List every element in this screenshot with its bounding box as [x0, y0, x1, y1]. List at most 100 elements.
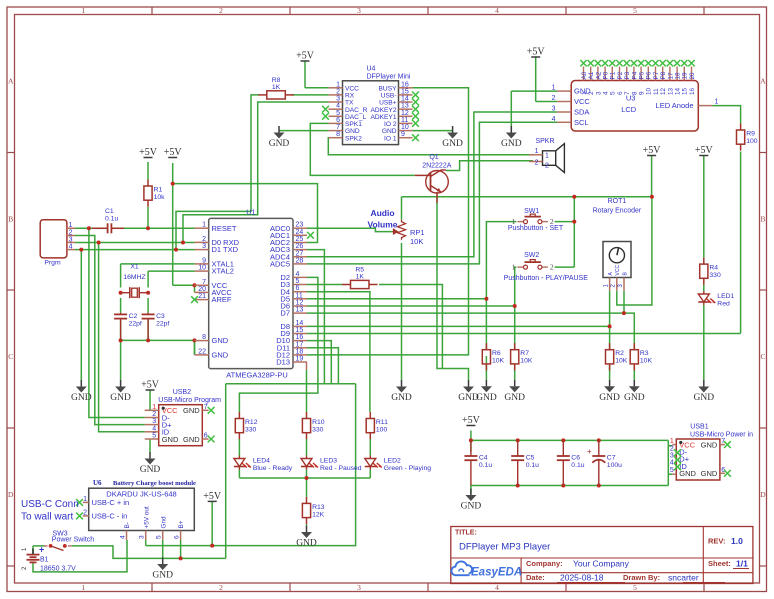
svg-text:4: 4 — [552, 116, 556, 123]
svg-text:B1: B1 — [40, 557, 49, 564]
svg-text:5: 5 — [336, 110, 340, 117]
svg-text:DFPlayer Mini: DFPlayer Mini — [367, 74, 411, 81]
svg-text:GND: GND — [574, 87, 591, 96]
svg-text:1: 1 — [202, 222, 206, 229]
svg-text:To wall wart: To wall wart — [21, 512, 73, 523]
svg-text:GND: GND — [442, 139, 463, 149]
svg-text:ADC4: ADC4 — [270, 252, 290, 261]
svg-text:6: 6 — [336, 117, 340, 124]
svg-text:GND: GND — [624, 393, 645, 403]
svg-text:2: 2 — [588, 91, 595, 95]
svg-text:C4: C4 — [479, 455, 488, 462]
svg-text:B+: B+ — [178, 520, 185, 528]
svg-text:GND: GND — [701, 469, 718, 478]
svg-text:+5V: +5V — [164, 147, 183, 158]
svg-text:Date:: Date: — [526, 573, 545, 582]
svg-text:1: 1 — [336, 81, 340, 88]
svg-text:GND: GND — [679, 469, 696, 478]
svg-text:10K: 10K — [640, 358, 653, 365]
svg-text:D+: D+ — [679, 455, 689, 464]
svg-text:GND: GND — [382, 128, 397, 135]
svg-text:2: 2 — [670, 445, 674, 452]
svg-text:TX: TX — [345, 100, 354, 107]
svg-text:R13: R13 — [312, 504, 325, 511]
svg-text:RX: RX — [345, 93, 355, 100]
svg-text:VCC: VCC — [574, 97, 590, 106]
svg-text:D12: D12 — [276, 351, 290, 360]
svg-text:X1: X1 — [130, 264, 139, 271]
svg-text:1: 1 — [69, 222, 73, 229]
svg-text:Green - Playing: Green - Playing — [384, 465, 431, 472]
svg-text:12: 12 — [660, 87, 667, 95]
svg-text:U6: U6 — [93, 479, 102, 487]
svg-text:LED1: LED1 — [717, 293, 734, 300]
svg-text:330: 330 — [709, 272, 721, 279]
svg-text:Drawn By:: Drawn By: — [623, 573, 660, 582]
svg-text:16: 16 — [689, 87, 696, 95]
svg-text:330: 330 — [245, 427, 257, 434]
svg-text:10: 10 — [646, 87, 653, 95]
svg-text:2: 2 — [552, 95, 556, 102]
svg-text:10: 10 — [401, 124, 409, 131]
svg-text:Gnd: Gnd — [160, 516, 167, 529]
svg-text:VCC: VCC — [679, 440, 695, 449]
svg-text:R10: R10 — [312, 419, 325, 426]
svg-text:D3: D3 — [280, 280, 290, 289]
svg-text:D13: D13 — [276, 358, 290, 367]
svg-text:R5: R5 — [355, 267, 364, 274]
svg-text:GND: GND — [152, 571, 173, 581]
svg-text:Company:: Company: — [526, 559, 563, 568]
svg-text:27: 27 — [296, 250, 304, 257]
svg-text:ADC1: ADC1 — [270, 231, 290, 240]
svg-text:7: 7 — [624, 91, 631, 95]
svg-text:0.1u: 0.1u — [105, 216, 118, 223]
svg-text:AREF: AREF — [212, 295, 232, 304]
svg-text:1: 1 — [81, 583, 85, 592]
svg-text:GND: GND — [183, 435, 200, 444]
svg-text:D4: D4 — [280, 287, 290, 296]
svg-text:13: 13 — [296, 307, 304, 314]
svg-text:ATMEGA328P-PU: ATMEGA328P-PU — [226, 371, 288, 380]
svg-text:6: 6 — [204, 433, 208, 440]
svg-text:D0 RXD: D0 RXD — [212, 238, 240, 247]
svg-text:USB1: USB1 — [690, 424, 708, 431]
svg-text:Your Company: Your Company — [573, 559, 630, 569]
svg-text:1: 1 — [152, 404, 156, 411]
svg-text:Sheet:: Sheet: — [708, 559, 731, 568]
svg-text:P0: P0 — [603, 71, 610, 79]
svg-text:3: 3 — [69, 236, 73, 243]
svg-text:C3: C3 — [156, 313, 165, 320]
svg-text:GND: GND — [504, 393, 525, 403]
svg-text:+5V: +5V — [695, 145, 714, 156]
svg-text:DFPlayer MP3 Player: DFPlayer MP3 Player — [459, 542, 550, 553]
svg-text:0.1u: 0.1u — [571, 462, 584, 469]
svg-text:8: 8 — [631, 91, 638, 95]
svg-text:GND: GND — [599, 393, 620, 403]
svg-text:3: 3 — [202, 243, 206, 250]
svg-text:+: + — [587, 447, 592, 456]
svg-text:B: B — [8, 214, 13, 223]
svg-text:Red: Red — [717, 301, 730, 308]
svg-text:2: 2 — [219, 583, 223, 592]
svg-text:Prgm: Prgm — [44, 260, 61, 267]
svg-text:3: 3 — [595, 91, 602, 95]
svg-text:SPK1: SPK1 — [345, 121, 362, 128]
svg-text:3: 3 — [618, 284, 624, 288]
svg-text:1: 1 — [670, 438, 674, 445]
svg-text:18: 18 — [675, 72, 682, 80]
svg-text:D: D — [8, 490, 14, 499]
svg-text:C5: C5 — [526, 455, 535, 462]
svg-text:4: 4 — [670, 460, 674, 467]
svg-text:24: 24 — [296, 229, 304, 236]
svg-text:10: 10 — [198, 265, 206, 272]
svg-text:C6: C6 — [571, 455, 580, 462]
svg-text:A2: A2 — [595, 71, 602, 79]
svg-text:A0: A0 — [581, 71, 588, 79]
svg-text:R3: R3 — [640, 350, 649, 357]
svg-text:11: 11 — [401, 117, 408, 124]
svg-text:XTAL1: XTAL1 — [212, 260, 234, 269]
svg-text:REV:: REV: — [708, 537, 726, 546]
svg-text:1: 1 — [81, 6, 85, 15]
svg-text:LED3: LED3 — [320, 458, 337, 465]
svg-text:P4: P4 — [631, 71, 638, 79]
